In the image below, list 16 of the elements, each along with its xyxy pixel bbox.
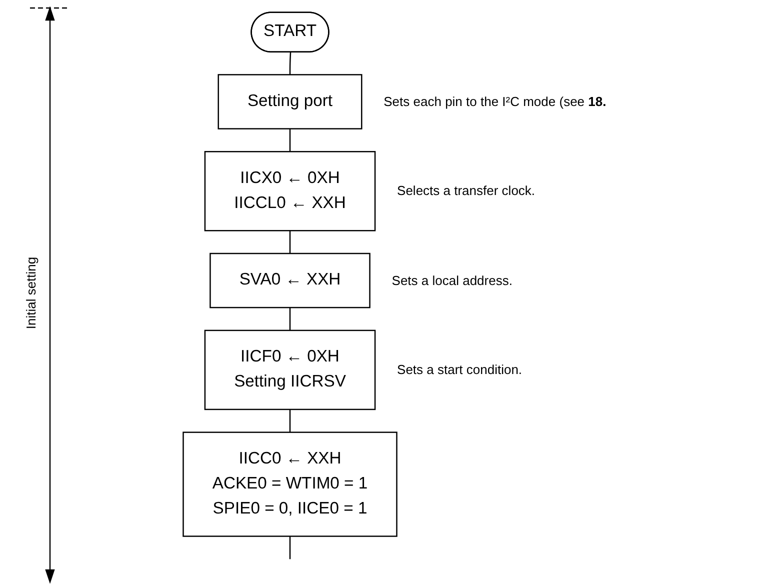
dimension-label: Initial setting — [24, 256, 38, 330]
connector — [289, 128, 291, 152]
connector — [289, 536, 291, 560]
node-box: IICF0 ← 0XH Setting IICRSV — [204, 330, 376, 410]
step-description: Selects a transfer clock. — [397, 183, 536, 198]
node-box: Setting port — [218, 74, 362, 130]
node-box: SVA0 ← XXH — [210, 252, 370, 308]
node-box: IICX0 ← 0XH IICCL0 ← XXH — [204, 151, 376, 232]
node-box: IICC0 ← XXH ACKE0 = WTIM0 = 1 SPIE0 = 0, IICE0 = 1 — [182, 432, 398, 537]
connector — [289, 409, 291, 432]
step-description: Sets each pin to the I²C mode (see 18. — [384, 94, 606, 109]
step-description: Sets a local address. — [392, 272, 512, 288]
connector — [289, 308, 291, 330]
step-description: Sets a start condition. — [397, 362, 522, 377]
connector — [289, 230, 291, 254]
connector — [289, 52, 292, 75]
